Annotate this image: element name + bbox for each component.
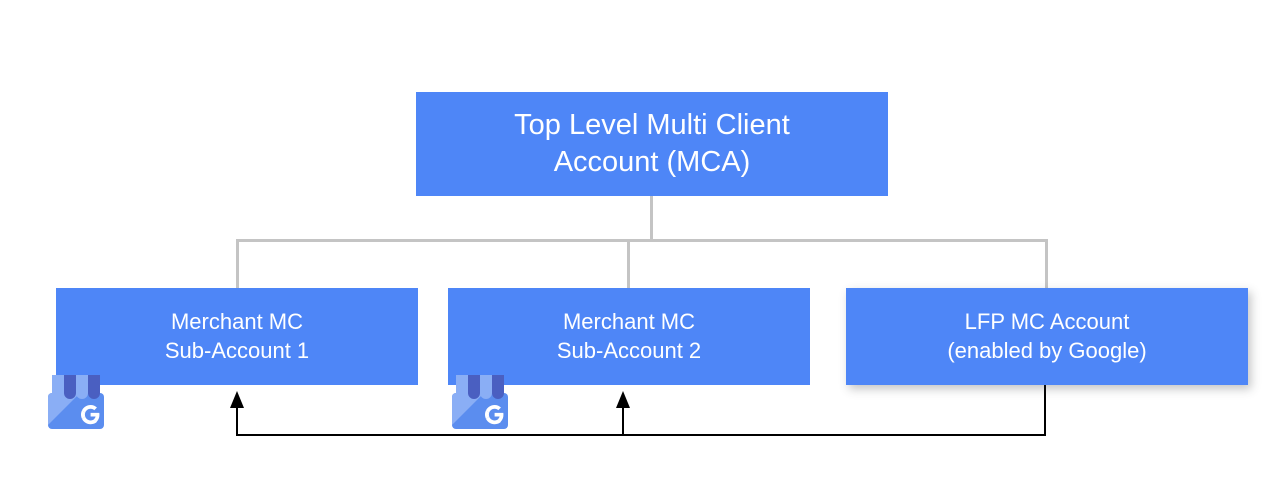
node-lfp-mc-account-label: LFP MC Account (enabled by Google) [947, 309, 1147, 363]
feedback-line-to-sub1 [236, 398, 238, 436]
node-lfp-mc-account: LFP MC Account (enabled by Google) [846, 288, 1248, 385]
feedback-line-to-sub2 [622, 398, 624, 436]
node-top-level-mca: Top Level Multi Client Account (MCA) [416, 92, 888, 196]
connector-bus [236, 239, 1048, 242]
feedback-line-horizontal [236, 434, 1046, 436]
node-merchant-sub-account-2: Merchant MC Sub-Account 2 [448, 288, 810, 385]
node-top-level-mca-label: Top Level Multi Client Account (MCA) [514, 108, 790, 178]
connector-drop-sub2 [627, 239, 630, 289]
feedback-line-lfp-down [1044, 385, 1046, 436]
google-my-business-icon [452, 375, 508, 429]
arrowhead-to-sub1 [230, 391, 244, 408]
node-merchant-sub-account-1-label: Merchant MC Sub-Account 1 [164, 309, 310, 363]
arrowhead-to-sub2 [616, 391, 630, 408]
node-merchant-sub-account-1: Merchant MC Sub-Account 1 [56, 288, 418, 385]
connector-drop-sub1 [236, 239, 239, 289]
google-my-business-icon [48, 375, 104, 429]
connector-drop-lfp [1045, 239, 1048, 289]
node-merchant-sub-account-2-label: Merchant MC Sub-Account 2 [556, 309, 702, 363]
connector-mca-stem [650, 196, 653, 242]
